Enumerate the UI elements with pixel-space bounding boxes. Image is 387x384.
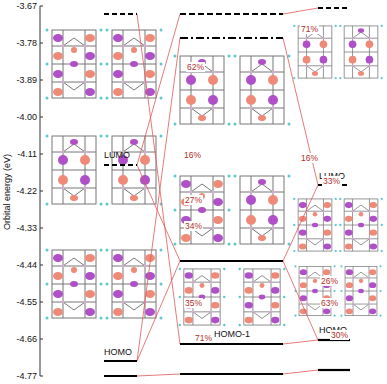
percentage-label: 33% <box>322 176 341 186</box>
tick-label: -4.11 <box>17 149 37 159</box>
percentage-label: 35% <box>184 298 203 308</box>
tick-label: -3.78 <box>16 38 37 48</box>
percentage-label: 63% <box>320 298 339 308</box>
percentage-label: 34% <box>184 221 203 231</box>
percentage-label: 16% <box>300 153 319 163</box>
level-label: LUMO <box>104 150 130 160</box>
tick-label: -4.66 <box>16 334 37 344</box>
tick-label: -4.77 <box>16 371 37 381</box>
percentage-label: 71% <box>300 24 319 34</box>
percentage-label: 71% <box>194 333 213 343</box>
percentage-label: 16% <box>183 150 202 160</box>
percentage-label: 62% <box>186 62 205 72</box>
tick-label: -4.33 <box>16 223 37 233</box>
percentage-label: 26% <box>320 276 339 286</box>
tick-label: -4.55 <box>16 297 37 307</box>
tick-label: -3.89 <box>16 75 37 85</box>
tick-label: -4.22 <box>16 186 37 196</box>
tick-label: -4.00 <box>16 112 37 122</box>
level-label: HOMO <box>104 347 132 357</box>
percentage-label: 27% <box>184 195 203 205</box>
axis-title: Orbital energy (eV) <box>2 154 12 230</box>
tick-label: -4.44 <box>16 260 37 270</box>
level-label: HOMO-1 <box>214 329 250 339</box>
tick-label: -3.67 <box>16 1 37 11</box>
percentage-label: 30% <box>330 330 349 340</box>
